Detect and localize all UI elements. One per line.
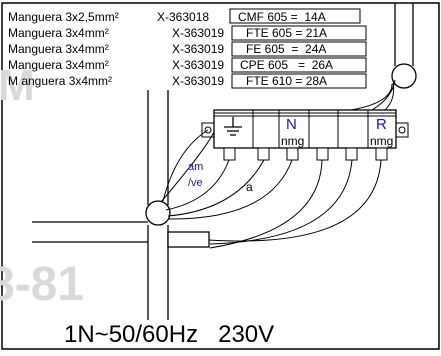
terminal-block: N nmg R nmg xyxy=(201,109,409,161)
watermark-top: M xyxy=(0,61,35,110)
screw-terminals xyxy=(223,147,388,161)
cable-gland xyxy=(167,231,210,248)
terminal-r-sub: nmg xyxy=(370,134,393,148)
right-conduit-ring xyxy=(391,63,417,89)
cable-4: Manguera 3x4mm² xyxy=(8,58,109,72)
watermark-bottom: 8-81 xyxy=(0,258,84,311)
code-4: X-363019 xyxy=(172,58,224,72)
rating-2: FTE 605 = 21A xyxy=(246,26,327,40)
wire-label-a: a xyxy=(246,180,253,194)
terminal-n-sub: nmg xyxy=(281,134,304,148)
terminal-n-label: N xyxy=(286,116,297,133)
supply-label: 1N~50/60Hz 230V xyxy=(64,321,274,348)
rating-box-5 xyxy=(231,73,367,89)
cable-table: Manguera 3x2,5mm² X-363018 CMF 605 = 14A… xyxy=(8,8,367,89)
rating-3: FE 605 = 24A xyxy=(246,42,326,56)
left-conduit xyxy=(32,90,210,320)
terminal-r-label: R xyxy=(376,116,387,133)
rating-box-1 xyxy=(229,8,361,24)
cable-5: M anguera 3x4mm² xyxy=(8,74,112,88)
rating-box-3 xyxy=(231,41,367,57)
code-1: X-363018 xyxy=(157,10,209,24)
rating-4: CPE 605 = 26A xyxy=(240,58,333,72)
cable-2: Manguera 3x4mm² xyxy=(8,26,109,40)
left-conduit-ring xyxy=(145,200,171,226)
cable-3: Manguera 3x4mm² xyxy=(8,42,109,56)
rating-box-2 xyxy=(231,25,367,41)
code-3: X-363019 xyxy=(172,42,224,56)
code-2: X-363019 xyxy=(172,26,224,40)
rating-box-4 xyxy=(231,57,367,73)
rating-5: FTE 610 = 28A xyxy=(246,74,327,88)
code-5: X-363019 xyxy=(172,74,224,88)
cable-1: Manguera 3x2,5mm² xyxy=(8,10,119,24)
wires xyxy=(160,129,382,249)
rating-1: CMF 605 = 14A xyxy=(238,10,326,24)
wire-label-ve: /ve xyxy=(188,177,203,189)
outer-frame xyxy=(1,2,440,350)
wire-label-am: am xyxy=(188,161,203,173)
